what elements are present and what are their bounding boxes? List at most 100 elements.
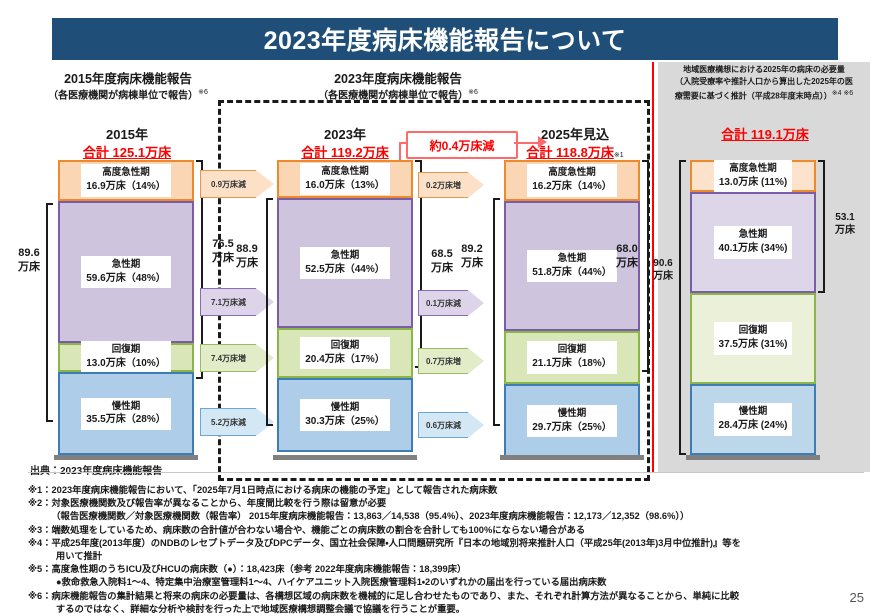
segment-general-2025: 急性期 51.8万床（44%） (504, 201, 640, 332)
floor-2025 (500, 455, 644, 460)
change-arrow-chronic-tip (256, 408, 274, 436)
bracket-label-2025-blue: 89.2 万床 (461, 243, 483, 269)
change-arrow-chronic-label: 5.2万床減 (200, 408, 256, 436)
change-arrow-recovery-2023-2025: 0.7万床増 (418, 348, 484, 374)
separator-line (28, 472, 864, 473)
change-arrow-general-tip (256, 288, 274, 316)
segment-recovery-2025: 回復期 21.1万床（18%） (504, 331, 640, 385)
total-need-2025: 合計 119.1万床 (721, 127, 809, 142)
bracket-2023-blue (266, 198, 273, 426)
segment-label-chronic-need: 慢性期 28.4万床 (24%) (713, 403, 793, 436)
callout-total-change-label: 約0.4万床減 (429, 138, 495, 153)
header-2023-line2: （各医療機関が病棟単位で報告）※6 (318, 89, 478, 102)
change-arrow-recovery-2025-tip (468, 348, 484, 374)
year-label-need: 合計 119.1万床 (672, 126, 858, 145)
floor-2015 (54, 455, 198, 460)
segment-acute-2015: 高度急性期 16.9万床（14%） (58, 160, 194, 202)
floor-need (686, 455, 820, 460)
total-2015: 合計 125.1万床 (82, 145, 172, 161)
change-arrow-acute-2025-label: 0.2万床増 (418, 172, 468, 198)
change-arrow-recovery-label: 7.4万床増 (200, 344, 256, 372)
segment-label-general-need: 急性期 40.1万床 (34%) (713, 226, 793, 259)
header-2023-report: 2023年度病床機能報告 （各医療機関が病棟単位で報告）※6 (252, 70, 544, 104)
bracket-need-total (679, 160, 686, 455)
change-arrow-recovery-2015-2023: 7.4万床増 (200, 344, 274, 372)
stacked-bar-2015: 高度急性期 16.9万床（14%） 急性期 59.6万床（48%） 回復期 13… (58, 160, 194, 455)
stacked-bar-2023: 高度急性期 16.0万床（13%） 急性期 52.5万床（44%） 回復期 20… (277, 160, 413, 455)
bracket-label-2015-blue: 89.6 万床 (18, 247, 40, 273)
segment-label-chronic-2015: 慢性期 35.5万床（28%） (81, 397, 171, 430)
change-arrow-general-label: 7.1万床減 (200, 288, 256, 316)
segment-recovery-2015: 回復期 13.0万床（10%） (58, 341, 194, 374)
segment-acute-2025: 高度急性期 16.2万床（14%） (504, 160, 640, 202)
change-arrow-acute-2023-2025: 0.2万床増 (418, 172, 484, 198)
segment-label-recovery-need: 回復期 37.5万床 (31%) (713, 322, 793, 355)
change-arrow-chronic-2025-label: 0.6万床減 (418, 412, 468, 438)
footnote-2: ※2：対象医療機関数及び報告率が異なることから、年度間比較を行う際は留意が必要 (28, 498, 387, 509)
header-need-2025: 地域医療構想における2025年の病床の必要量 （入院受療率や推計人口から算出した… (660, 64, 868, 103)
floor-2023 (273, 455, 417, 460)
segment-label-acute-2025: 高度急性期 16.2万床（14%） (527, 164, 617, 197)
footnote-4-cont: 用いて推計 (28, 550, 103, 561)
segment-chronic-2023: 慢性期 30.3万床（25%） (277, 378, 413, 453)
change-arrow-recovery-tip (256, 344, 274, 372)
bracket-2025-green (642, 160, 649, 372)
bracket-2015-green (196, 160, 203, 379)
change-arrow-general-2023-2025: 0.1万床減 (418, 290, 484, 316)
segment-label-general-2025: 急性期 51.8万床（44%） (527, 250, 617, 283)
bracket-label-2023-green: 68.5 万床 (431, 248, 453, 274)
footnote-3: ※3：端数処理をしているため、病床数の合計値が合わない場合や、機能ごとの病床数の… (28, 524, 586, 535)
bracket-label-2025-green: 68.0 万床 (616, 243, 638, 269)
segment-label-acute-need: 高度急性期 13.0万床 (11%) (713, 160, 793, 193)
segment-general-2023: 急性期 52.5万床（44%） (277, 198, 413, 329)
red-divider (652, 62, 654, 472)
year-label-2015: 2015年 合計 125.1万床 (52, 126, 202, 163)
footnote-1: ※1：2023年度病床機能報告において、「2025年7月1日時点における病床の機… (28, 485, 498, 495)
page-number: 25 (849, 590, 864, 605)
callout-total-change: 約0.4万床減 (406, 131, 518, 159)
change-arrow-chronic-2025-tip (468, 412, 484, 438)
segment-label-recovery-2015: 回復期 13.0万床（10%） (81, 341, 171, 374)
header-need-line3: 療需要に基づく推計（平成28年度末時点））※4 ※6 (674, 89, 854, 101)
stacked-bar-need-2025: 高度急性期 13.0万床 (11%) 急性期 40.1万床 (34%) 回復期 … (690, 160, 816, 455)
footnotes-block: ※1：2023年度病床機能報告において、「2025年7月1日時点における病床の機… (28, 484, 868, 616)
year-label-2023: 2023年 合計 119.2万床 (265, 126, 425, 163)
change-arrow-acute-label: 0.9万床減 (200, 170, 256, 198)
footnote-5-cont: ●救命救急入院料1～4、特定集中治療室管理料1～4、ハイケアユニット入院医療管理… (28, 577, 607, 588)
change-arrow-acute-2015-2023: 0.9万床減 (200, 170, 274, 198)
total-2023: 合計 119.2万床 (301, 145, 389, 161)
footnote-5: ※5：高度急性期のうちICU及びHCUの病床数（●）：18,423床（参考 20… (28, 564, 467, 575)
segment-recovery-2023: 回復期 20.4万床（17%） (277, 328, 413, 379)
year-label-2025: 2025年見込 合計 118.8万床※1 (492, 126, 658, 163)
bracket-2025-blue (493, 198, 500, 426)
header-2015-line2: （各医療機関が病棟単位で報告）※6 (48, 89, 208, 102)
change-arrow-chronic-2023-2025: 0.6万床減 (418, 412, 484, 438)
header-need-line1: 地域医療構想における2025年の病床の必要量 (683, 65, 845, 74)
bracket-label-2015-green: 76.5 万床 (212, 238, 234, 264)
year-2023: 2023年 (324, 127, 366, 142)
change-arrow-chronic-2015-2023: 5.2万床減 (200, 408, 274, 436)
stacked-bar-2025: 高度急性期 16.2万床（14%） 急性期 51.8万床（44%） 回復期 21… (504, 160, 640, 458)
segment-label-general-2023: 急性期 52.5万床（44%） (300, 247, 390, 280)
header-need-line2: （入院受療率や推計人口から算出した2025年の医 (675, 77, 853, 87)
callout-arrow-tip (538, 136, 547, 148)
segment-chronic-2015: 慢性期 35.5万床（28%） (58, 372, 194, 455)
callout-arm-left (399, 142, 408, 144)
page-title: 2023年度病床機能報告について (263, 27, 627, 55)
segment-chronic-need: 慢性期 28.4万床 (24%) (690, 384, 816, 455)
change-arrow-acute-2025-tip (468, 172, 484, 198)
segment-recovery-need: 回復期 37.5万床 (31%) (690, 292, 816, 385)
segment-label-chronic-2025: 慢性期 29.7万床（25%） (527, 404, 617, 438)
change-arrow-acute-tip (256, 170, 274, 198)
change-arrow-general-2025-label: 0.1万床減 (418, 290, 468, 316)
bracket-label-need-total: 90.6 万床 (653, 258, 673, 282)
segment-label-chronic-2023: 慢性期 30.3万床（25%） (300, 399, 390, 432)
footnote-2-cont: （報告医療機関数／対象医療機関数（報告率） 2015年度病床機能報告：13,86… (28, 511, 690, 522)
total-2025: 合計 118.8万床 (526, 145, 614, 161)
year-2025: 2025年見込 (541, 127, 609, 142)
change-arrow-general-2015-2023: 7.1万床減 (200, 288, 274, 316)
change-arrow-recovery-2025-label: 0.7万床増 (418, 348, 468, 374)
footnote-6-cont: するのではなく、詳細な分析や検討を行った上で地域医療構想調整会議で協議を行うこと… (28, 603, 465, 614)
segment-label-acute-2023: 高度急性期 16.0万床（13%） (300, 163, 390, 196)
